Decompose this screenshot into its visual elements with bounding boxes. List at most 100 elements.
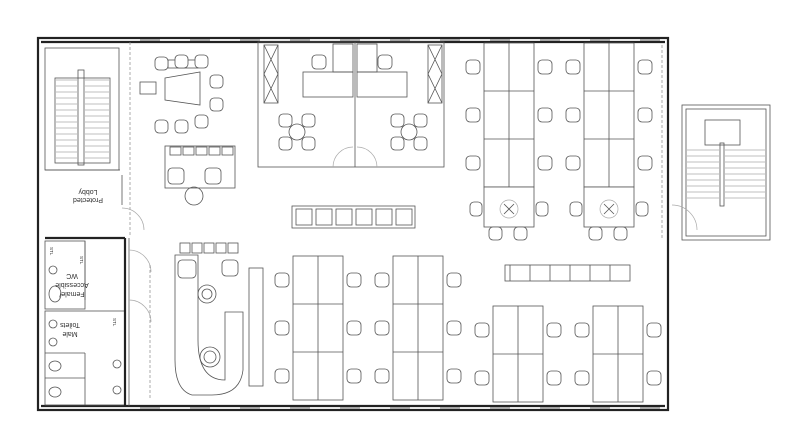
chair [565, 59, 581, 75]
chair [174, 54, 189, 69]
round-table [599, 199, 619, 219]
chair [569, 201, 583, 217]
lobby-label-2: Lobby [78, 188, 98, 195]
chair [204, 167, 222, 185]
desk-end [483, 186, 535, 228]
offices [257, 41, 445, 168]
chair [278, 136, 293, 151]
chair [274, 272, 290, 288]
chair [446, 320, 462, 336]
wc-label-1: Female/ [59, 290, 84, 297]
corridor [123, 238, 152, 406]
chair [537, 107, 553, 123]
chair [174, 119, 189, 134]
pod-seat [195, 146, 208, 156]
bench-seat [335, 208, 353, 226]
chair [465, 59, 481, 75]
chair [374, 272, 390, 288]
counter-seat [215, 242, 227, 254]
chair [613, 226, 628, 241]
chair [588, 226, 603, 241]
lobby-label: Protected [73, 196, 103, 203]
male-toilets: Male Toilets STL [44, 310, 126, 406]
chair [637, 155, 653, 171]
bench-seat [375, 208, 393, 226]
chair [646, 322, 662, 338]
chair [446, 272, 462, 288]
chair [637, 107, 653, 123]
chair [469, 201, 483, 217]
male-toilets-label: Male [62, 330, 77, 337]
bench-seat [295, 208, 313, 226]
chair [513, 226, 528, 241]
chair [209, 74, 224, 89]
chair [635, 201, 649, 217]
female-accessible-wc: Female/ Accessible WC STL STL [44, 240, 89, 310]
chair [221, 259, 239, 277]
chair [537, 155, 553, 171]
round-table [499, 199, 519, 219]
chair [390, 136, 405, 151]
bench-seat [315, 208, 333, 226]
counter-seat [203, 242, 215, 254]
chair [390, 113, 405, 128]
chair [154, 56, 169, 71]
pod-seat [221, 146, 234, 156]
chair [194, 54, 209, 69]
left-stair [44, 47, 120, 171]
chair [574, 322, 590, 338]
chair [546, 370, 562, 386]
counter-seat [227, 242, 239, 254]
chair [637, 59, 653, 75]
chair [177, 259, 197, 279]
bench [248, 205, 631, 387]
building-outline [36, 36, 670, 412]
chair [565, 107, 581, 123]
chair [565, 155, 581, 171]
office-table [288, 123, 306, 141]
bench-seat [355, 208, 373, 226]
pod-seat [169, 146, 182, 156]
chair [474, 370, 490, 386]
wc-label-3: WC [66, 272, 78, 279]
wc-label-2: Accessible [55, 281, 89, 288]
chair [474, 322, 490, 338]
chair [301, 113, 316, 128]
counter-seat [179, 242, 191, 254]
pod-seat [182, 146, 195, 156]
office-table [400, 123, 418, 141]
chair [574, 370, 590, 386]
chair [274, 320, 290, 336]
chair [488, 226, 503, 241]
chair [346, 272, 362, 288]
stl-tag: STL [112, 318, 117, 327]
chair [465, 155, 481, 171]
meeting-table [139, 59, 201, 106]
counter-seat [191, 242, 203, 254]
chair [413, 136, 428, 151]
chair [413, 113, 428, 128]
table-x [503, 203, 515, 215]
chair [377, 54, 393, 70]
chair [346, 368, 362, 384]
chair [278, 113, 293, 128]
chair [446, 368, 462, 384]
bench-seat [395, 208, 413, 226]
chair [209, 97, 224, 112]
chair [537, 59, 553, 75]
reception-counter [174, 254, 244, 396]
desk-end [583, 186, 635, 228]
stl-tag: STL [79, 256, 84, 265]
chair [346, 320, 362, 336]
stl-tag: STL [49, 247, 54, 256]
male-toilets-label-2: Toilets [60, 321, 80, 328]
chair [167, 167, 185, 185]
table-x [603, 203, 615, 215]
chair [465, 107, 481, 123]
chair [154, 119, 169, 134]
chair [646, 370, 662, 386]
chair [546, 322, 562, 338]
chair [194, 114, 209, 129]
chair [374, 368, 390, 384]
